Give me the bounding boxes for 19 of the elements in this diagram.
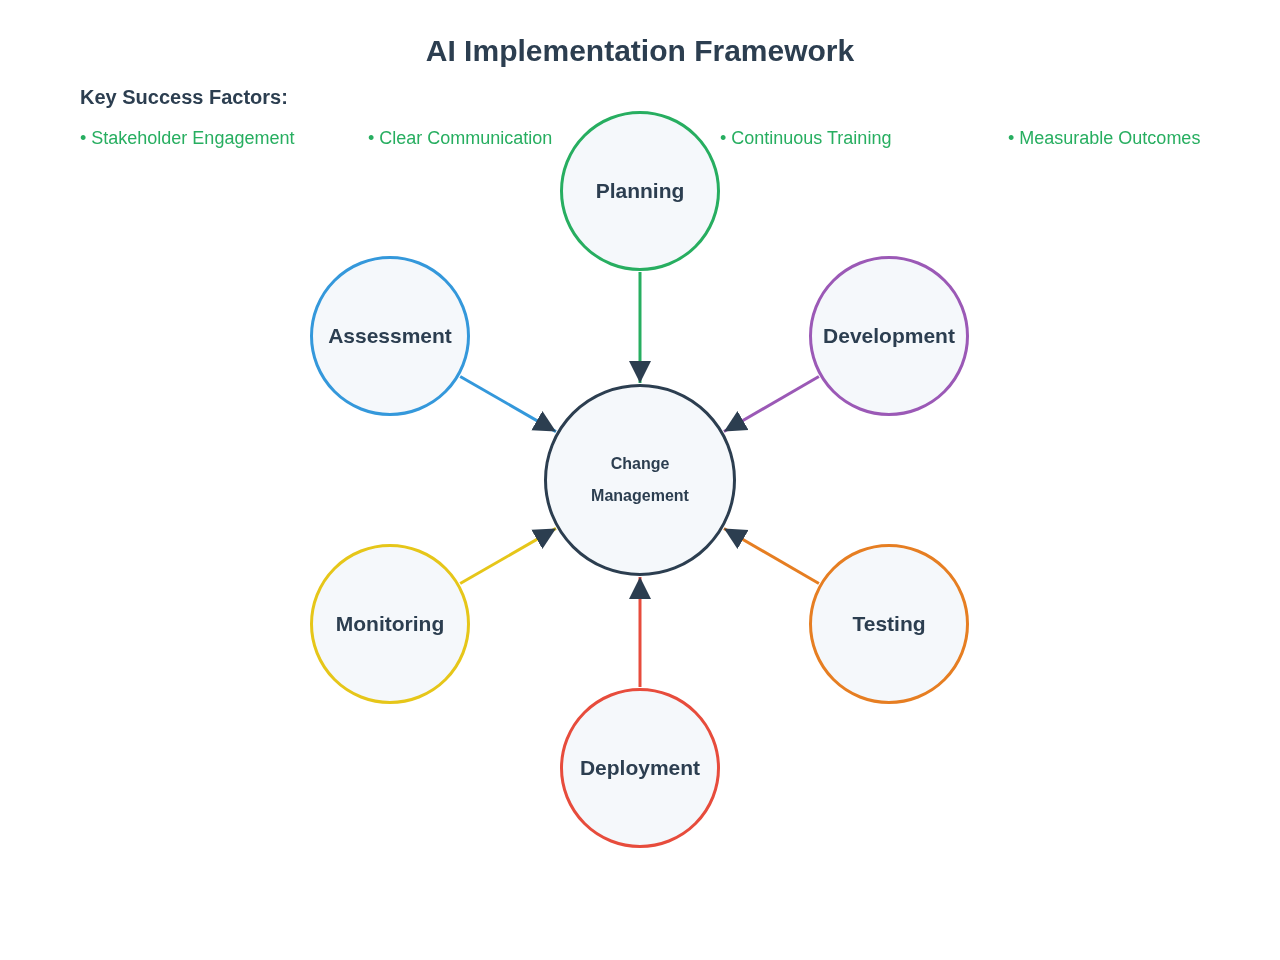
node-label: Assessment: [328, 324, 452, 348]
node-label: Planning: [595, 179, 685, 203]
node-label: Development: [823, 324, 955, 348]
section-heading: Key Success Factors:: [80, 86, 288, 109]
arrow: [629, 272, 651, 383]
diagram-title: AI Implementation Framework: [424, 34, 856, 68]
node-label: Deployment: [579, 756, 701, 780]
arrow: [459, 527, 557, 585]
node-label: Testing: [852, 612, 926, 636]
arrow: [629, 577, 651, 687]
bullet-item: • Clear Communication: [368, 128, 553, 149]
node-label: Monitoring: [335, 612, 445, 636]
bullet-item: • Stakeholder Engagement: [80, 128, 295, 149]
node-label: Change Management: [590, 454, 690, 506]
arrow: [459, 375, 557, 433]
bullet-item: • Continuous Training: [720, 128, 892, 149]
arrow: [723, 527, 820, 585]
arrow: [723, 375, 820, 433]
bullet-item: • Measurable Outcomes: [1008, 128, 1201, 149]
